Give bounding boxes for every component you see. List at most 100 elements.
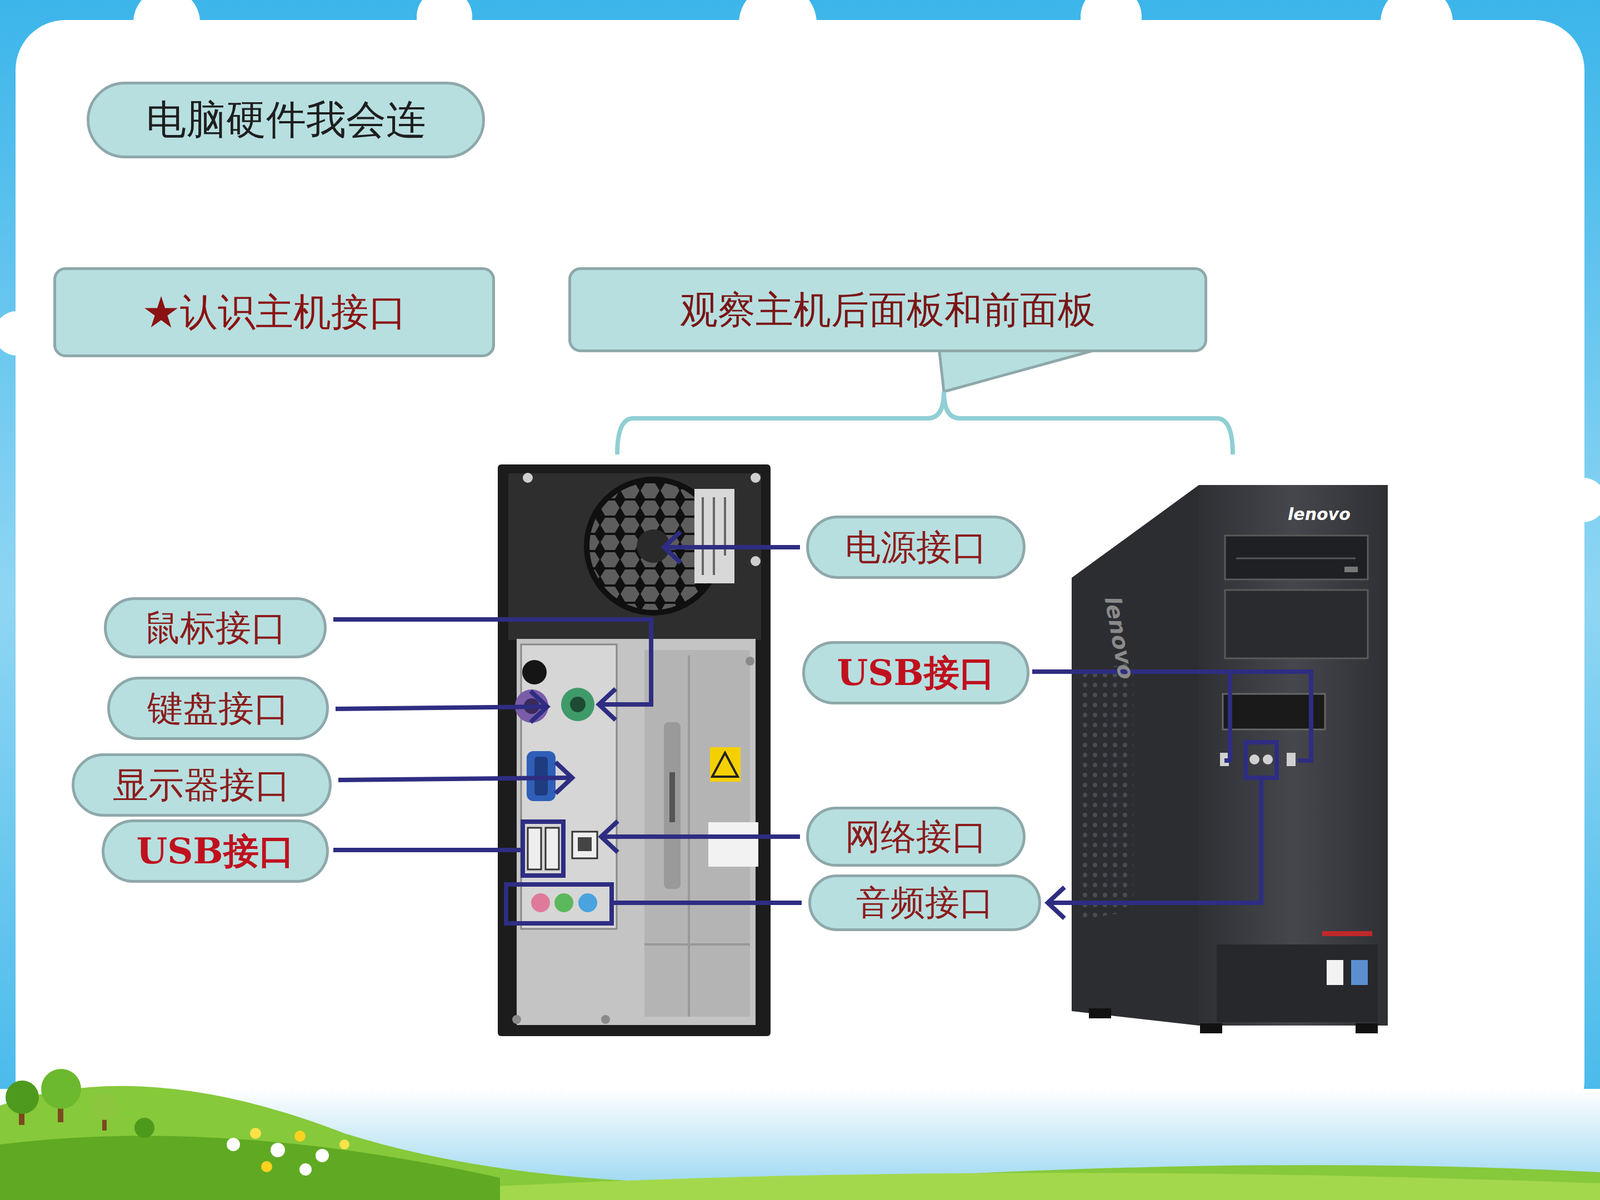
- heading-box: 观察主机后面板和前面板: [568, 267, 1208, 353]
- io-shield-part: [522, 660, 547, 685]
- usb-ports-rear: [527, 827, 559, 870]
- ethernet-port: [572, 831, 598, 859]
- leader-lines-part: [338, 777, 573, 780]
- tower-front-part: [1355, 1023, 1378, 1034]
- trees-part: [5, 1080, 39, 1114]
- leader-lines-part: [611, 900, 802, 905]
- tower-front-part: [1322, 931, 1373, 937]
- warning-label: [710, 747, 741, 782]
- audio-jacks-rear-part: [578, 893, 598, 913]
- tower-front-part: [1351, 960, 1368, 985]
- leader-lines-part: [335, 706, 548, 709]
- leader-lines-part: [530, 691, 548, 723]
- flowers-part: [339, 1139, 350, 1150]
- tower-front-part: [1198, 485, 1388, 1026]
- flowers-part: [299, 1163, 312, 1176]
- front-ports-part: [1286, 752, 1296, 767]
- flowers-part: [226, 1137, 240, 1152]
- leader-lines-part: [506, 884, 612, 924]
- brand-logo: lenovo: [1099, 594, 1139, 682]
- leader-lines-part: [601, 821, 618, 853]
- white-sheet-part: [1380, 0, 1453, 59]
- port-label-pill: 音频接口: [808, 874, 1042, 932]
- grass-hill: [0, 1086, 1600, 1200]
- grass-hill-part: [0, 1086, 1600, 1200]
- port-label-pill: 显示器接口: [71, 753, 332, 817]
- warning-label-part: [710, 747, 741, 782]
- trees-part: [91, 1093, 118, 1120]
- label-text: ★认识主机接口: [142, 289, 407, 335]
- rear-panel-part: [522, 472, 533, 483]
- callout-tail: [938, 347, 1106, 392]
- port-label-pill: 键盘接口: [107, 676, 329, 740]
- leader-lines-part: [598, 688, 616, 720]
- ethernet-port-part: [577, 837, 592, 852]
- port-label-pill: USB接口: [101, 819, 329, 883]
- white-sheet-part: [416, 0, 473, 45]
- label-text: 键盘接口: [147, 687, 290, 730]
- title-text: 电脑硬件我会连: [146, 93, 427, 147]
- trees-part: [134, 1117, 155, 1138]
- ps2-ports-part: [561, 687, 595, 722]
- leader-lines-part: [1032, 671, 1312, 761]
- flowers-part: [294, 1130, 306, 1142]
- tower-side-part: [1071, 485, 1199, 1026]
- flowers-part: [250, 1127, 262, 1139]
- white-sheet-part: [1080, 0, 1142, 48]
- white-sheet-part: [1561, 477, 1600, 523]
- rear-panel-part: [497, 464, 771, 1037]
- label-text: USB接口: [836, 651, 995, 695]
- rear-panel-part: [512, 1015, 522, 1024]
- leader-lines-part: [333, 847, 523, 853]
- heading-box: ★认识主机接口: [53, 267, 495, 358]
- label-text: 电源接口: [845, 526, 988, 569]
- tower-side-part: [1081, 661, 1134, 920]
- label-text: 网络接口: [845, 815, 988, 859]
- audio-jacks-rear-part: [554, 893, 574, 913]
- port-label-pill: 鼠标接口: [103, 597, 327, 659]
- usb-ports-rear-part: [545, 827, 559, 870]
- leader-lines-part: [1224, 671, 1230, 761]
- rear-panel-part: [601, 1015, 610, 1024]
- trees-part: [41, 1068, 82, 1109]
- leader-lines-part: [555, 762, 573, 794]
- flowers-part: [270, 1142, 285, 1158]
- tower-front-part: [1326, 960, 1344, 985]
- tower-front-part: [1225, 590, 1368, 659]
- leader-lines-part: [1047, 887, 1065, 919]
- label-text: 音频接口: [856, 882, 994, 924]
- trees: [5, 1068, 155, 1138]
- flowers-part: [261, 1161, 273, 1173]
- rating-sticker-part: [701, 497, 704, 575]
- rear-panel-part: [750, 472, 761, 483]
- white-sheet-part: [15, 20, 1585, 1132]
- title-pill: 电脑硬件我会连: [86, 81, 485, 159]
- expansion-slots-part: [663, 722, 681, 889]
- tower-front-part: [1225, 535, 1368, 580]
- port-label-pill: 电源接口: [806, 515, 1026, 579]
- audio-jacks-rear-part: [531, 893, 550, 913]
- rear-panel: [497, 464, 771, 1037]
- ethernet-port-part: [572, 831, 598, 859]
- leader-lines-part: [663, 545, 800, 550]
- tower-front-part: [1236, 557, 1356, 560]
- front-ports-part: [1262, 754, 1273, 765]
- leader-lines-part: [522, 821, 564, 876]
- rear-panel-part: [745, 656, 755, 666]
- bracket: [617, 391, 1233, 455]
- label-text: 鼠标接口: [144, 606, 287, 650]
- usb-ports-rear-part: [527, 827, 542, 870]
- flowers-part: [315, 1148, 329, 1163]
- white-sheet-part: [738, 0, 817, 63]
- tower-side: [1071, 485, 1199, 1026]
- tower-front-part: [1216, 944, 1378, 1023]
- tower-front-part: [1344, 566, 1358, 573]
- grass-hill-part: [500, 1172, 1600, 1200]
- leader-lines-part: [1047, 777, 1262, 903]
- brand-logo: lenovo: [1287, 504, 1351, 524]
- port-label-pill: 网络接口: [806, 806, 1026, 867]
- tower-front: [1088, 485, 1388, 1034]
- white-sheet-part: [133, 0, 200, 56]
